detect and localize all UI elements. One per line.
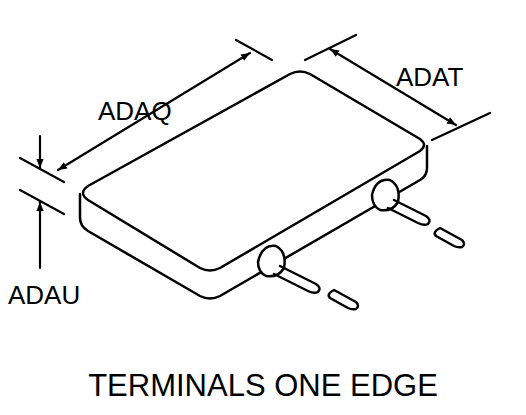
dimension-label: ADAU [8, 282, 80, 308]
figure-caption: TERMINALS ONE EDGE [88, 370, 438, 401]
dimension-label: ADAT [396, 64, 463, 90]
dimension-label: ADAQ [98, 98, 172, 124]
